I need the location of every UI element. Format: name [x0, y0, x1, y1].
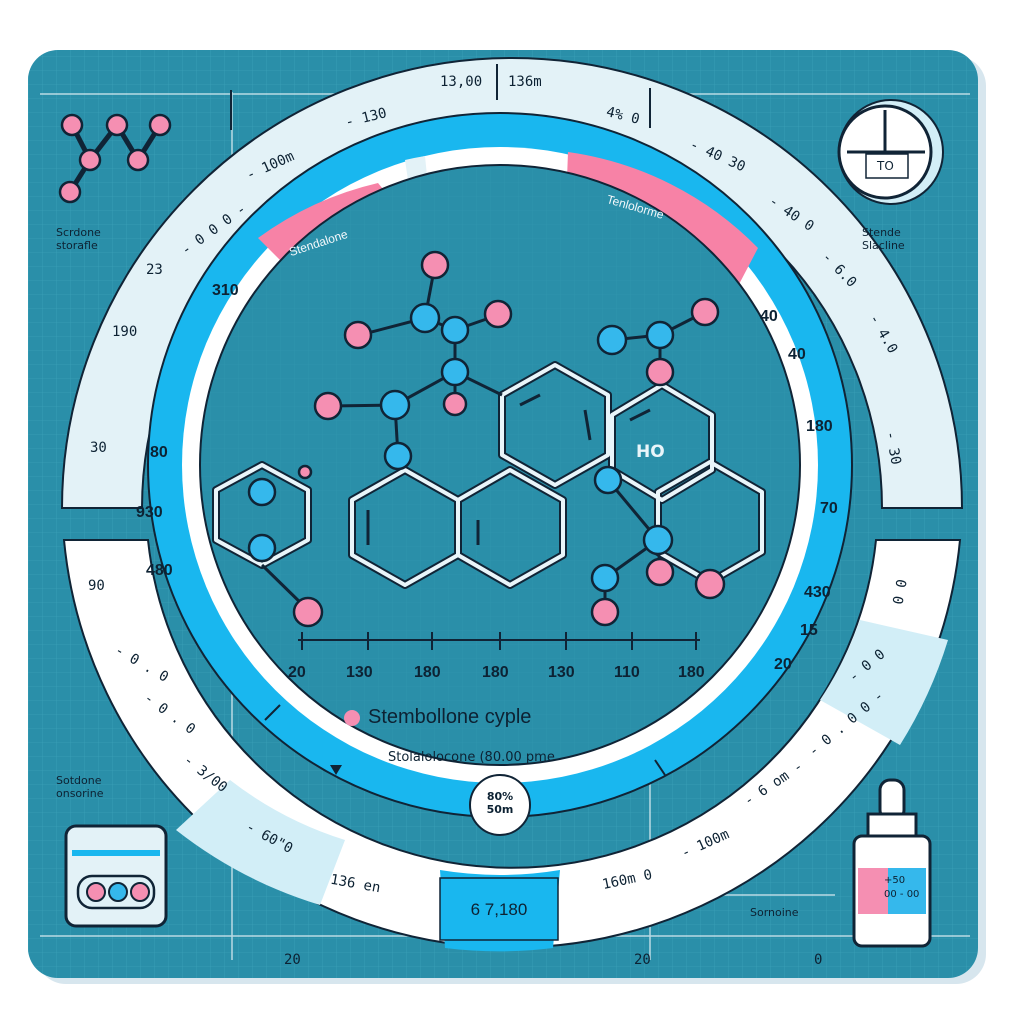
atom — [343, 320, 373, 350]
inner-ring-label: 20 — [774, 656, 792, 673]
atom — [440, 357, 470, 387]
ring-ticks — [230, 64, 666, 776]
atom — [483, 299, 513, 329]
inner-ring-label: 480 — [146, 562, 173, 579]
axis-tick-label: 110 — [614, 664, 640, 681]
atom — [440, 315, 470, 345]
atom — [409, 302, 441, 334]
corner-label-top-left: Scrdone storafle — [56, 226, 101, 252]
legend-dot — [344, 710, 360, 726]
atom — [442, 391, 468, 417]
dial-label: TO — [877, 159, 894, 173]
bottom-scale-label: 20 — [634, 952, 651, 968]
inner-ring-label: 40 — [760, 308, 778, 325]
marker-arrow — [330, 765, 342, 775]
container-icon — [64, 824, 168, 928]
legend-title: Stembollone cyple — [368, 706, 532, 728]
inner-ring-label: 180 — [806, 418, 833, 435]
outer-ring-lower-blue — [176, 780, 345, 905]
axis-tick-label: 130 — [548, 664, 575, 681]
atom — [297, 464, 313, 480]
bottom-value-box — [439, 877, 559, 941]
atom — [292, 596, 324, 628]
corner-label-bottom-left: Sotdone onsorine — [56, 774, 103, 800]
outer-ring-label: 190 — [112, 324, 138, 340]
axis-tick-label: 180 — [482, 664, 509, 681]
inner-disc-outline — [199, 164, 801, 766]
atom — [596, 324, 628, 356]
atom — [383, 441, 413, 471]
atoms — [247, 250, 726, 628]
axis-tick-label: 180 — [678, 664, 705, 681]
outer-ring-right-blue — [820, 620, 948, 745]
corner-molecule-icon — [58, 113, 172, 204]
inner-ring-label: 40 — [788, 346, 806, 363]
atom — [379, 389, 411, 421]
outer-ring-label: 23 — [146, 262, 163, 278]
corner-label-line: Sotdone — [56, 774, 102, 787]
corner-label-line: onsorine — [56, 787, 104, 800]
bottom-scale-label: 0 — [814, 952, 823, 968]
inner-ring-label: 70 — [820, 500, 838, 517]
axis-tick-label: 20 — [288, 664, 306, 681]
corner-label-line: Scrdone — [56, 226, 101, 239]
atom — [247, 477, 277, 507]
molecule-axis — [298, 632, 700, 650]
outer-ring-top-left-value: 13,00 — [440, 74, 483, 90]
dial-icon — [837, 99, 944, 205]
corner-label-bottom-right: Sornoine — [750, 906, 799, 919]
center-badge — [469, 774, 531, 836]
badge-line: 80% — [486, 790, 514, 803]
outer-ring-top-right-value: 136m — [508, 74, 542, 90]
bottom-scale-label: 20 — [284, 952, 301, 968]
corner-label-line: Slacline — [862, 239, 905, 252]
atom — [247, 533, 277, 563]
atom — [593, 465, 623, 495]
inner-ring-label: 310 — [212, 282, 239, 299]
outer-ring-label: 30 — [90, 440, 107, 456]
atom — [694, 568, 726, 600]
inner-disc-grid — [200, 165, 800, 765]
corner-label-line: Stende — [862, 226, 901, 239]
corner-label-line: storafle — [56, 239, 98, 252]
bottle-label-line: +50 — [884, 875, 906, 886]
atom — [313, 391, 343, 421]
inner-ring-label: 80 — [150, 444, 168, 461]
badge-text: 80% 50m — [476, 790, 524, 816]
bottle-label-line: 00 - 00 — [884, 889, 920, 900]
atom — [420, 250, 450, 280]
badge-line: 50m — [486, 803, 514, 816]
atom — [642, 524, 674, 556]
atom — [645, 357, 675, 387]
outer-ring-label: 90 — [88, 578, 105, 594]
inner-ring-label: 930 — [136, 504, 163, 521]
legend-subtitle: Stolalolocone (80.00 pme — [388, 750, 555, 765]
bottom-value-text: 6 7,180 — [470, 900, 528, 919]
atom — [590, 597, 620, 627]
hetero-atom-label: HO — [636, 442, 665, 462]
atom — [645, 320, 675, 350]
bottle-label-text: +50 00 - 00 — [884, 874, 919, 902]
atom — [590, 563, 620, 593]
atom — [690, 297, 720, 327]
axis-tick-label: 180 — [414, 664, 441, 681]
corner-label-top-right: Stende Slacline — [862, 226, 905, 252]
bottle-icon — [852, 778, 932, 948]
inner-ring-label: 15 — [800, 622, 818, 639]
atom — [645, 557, 675, 587]
inner-ring-label: 430 — [804, 584, 831, 601]
axis-tick-label: 130 — [346, 664, 373, 681]
